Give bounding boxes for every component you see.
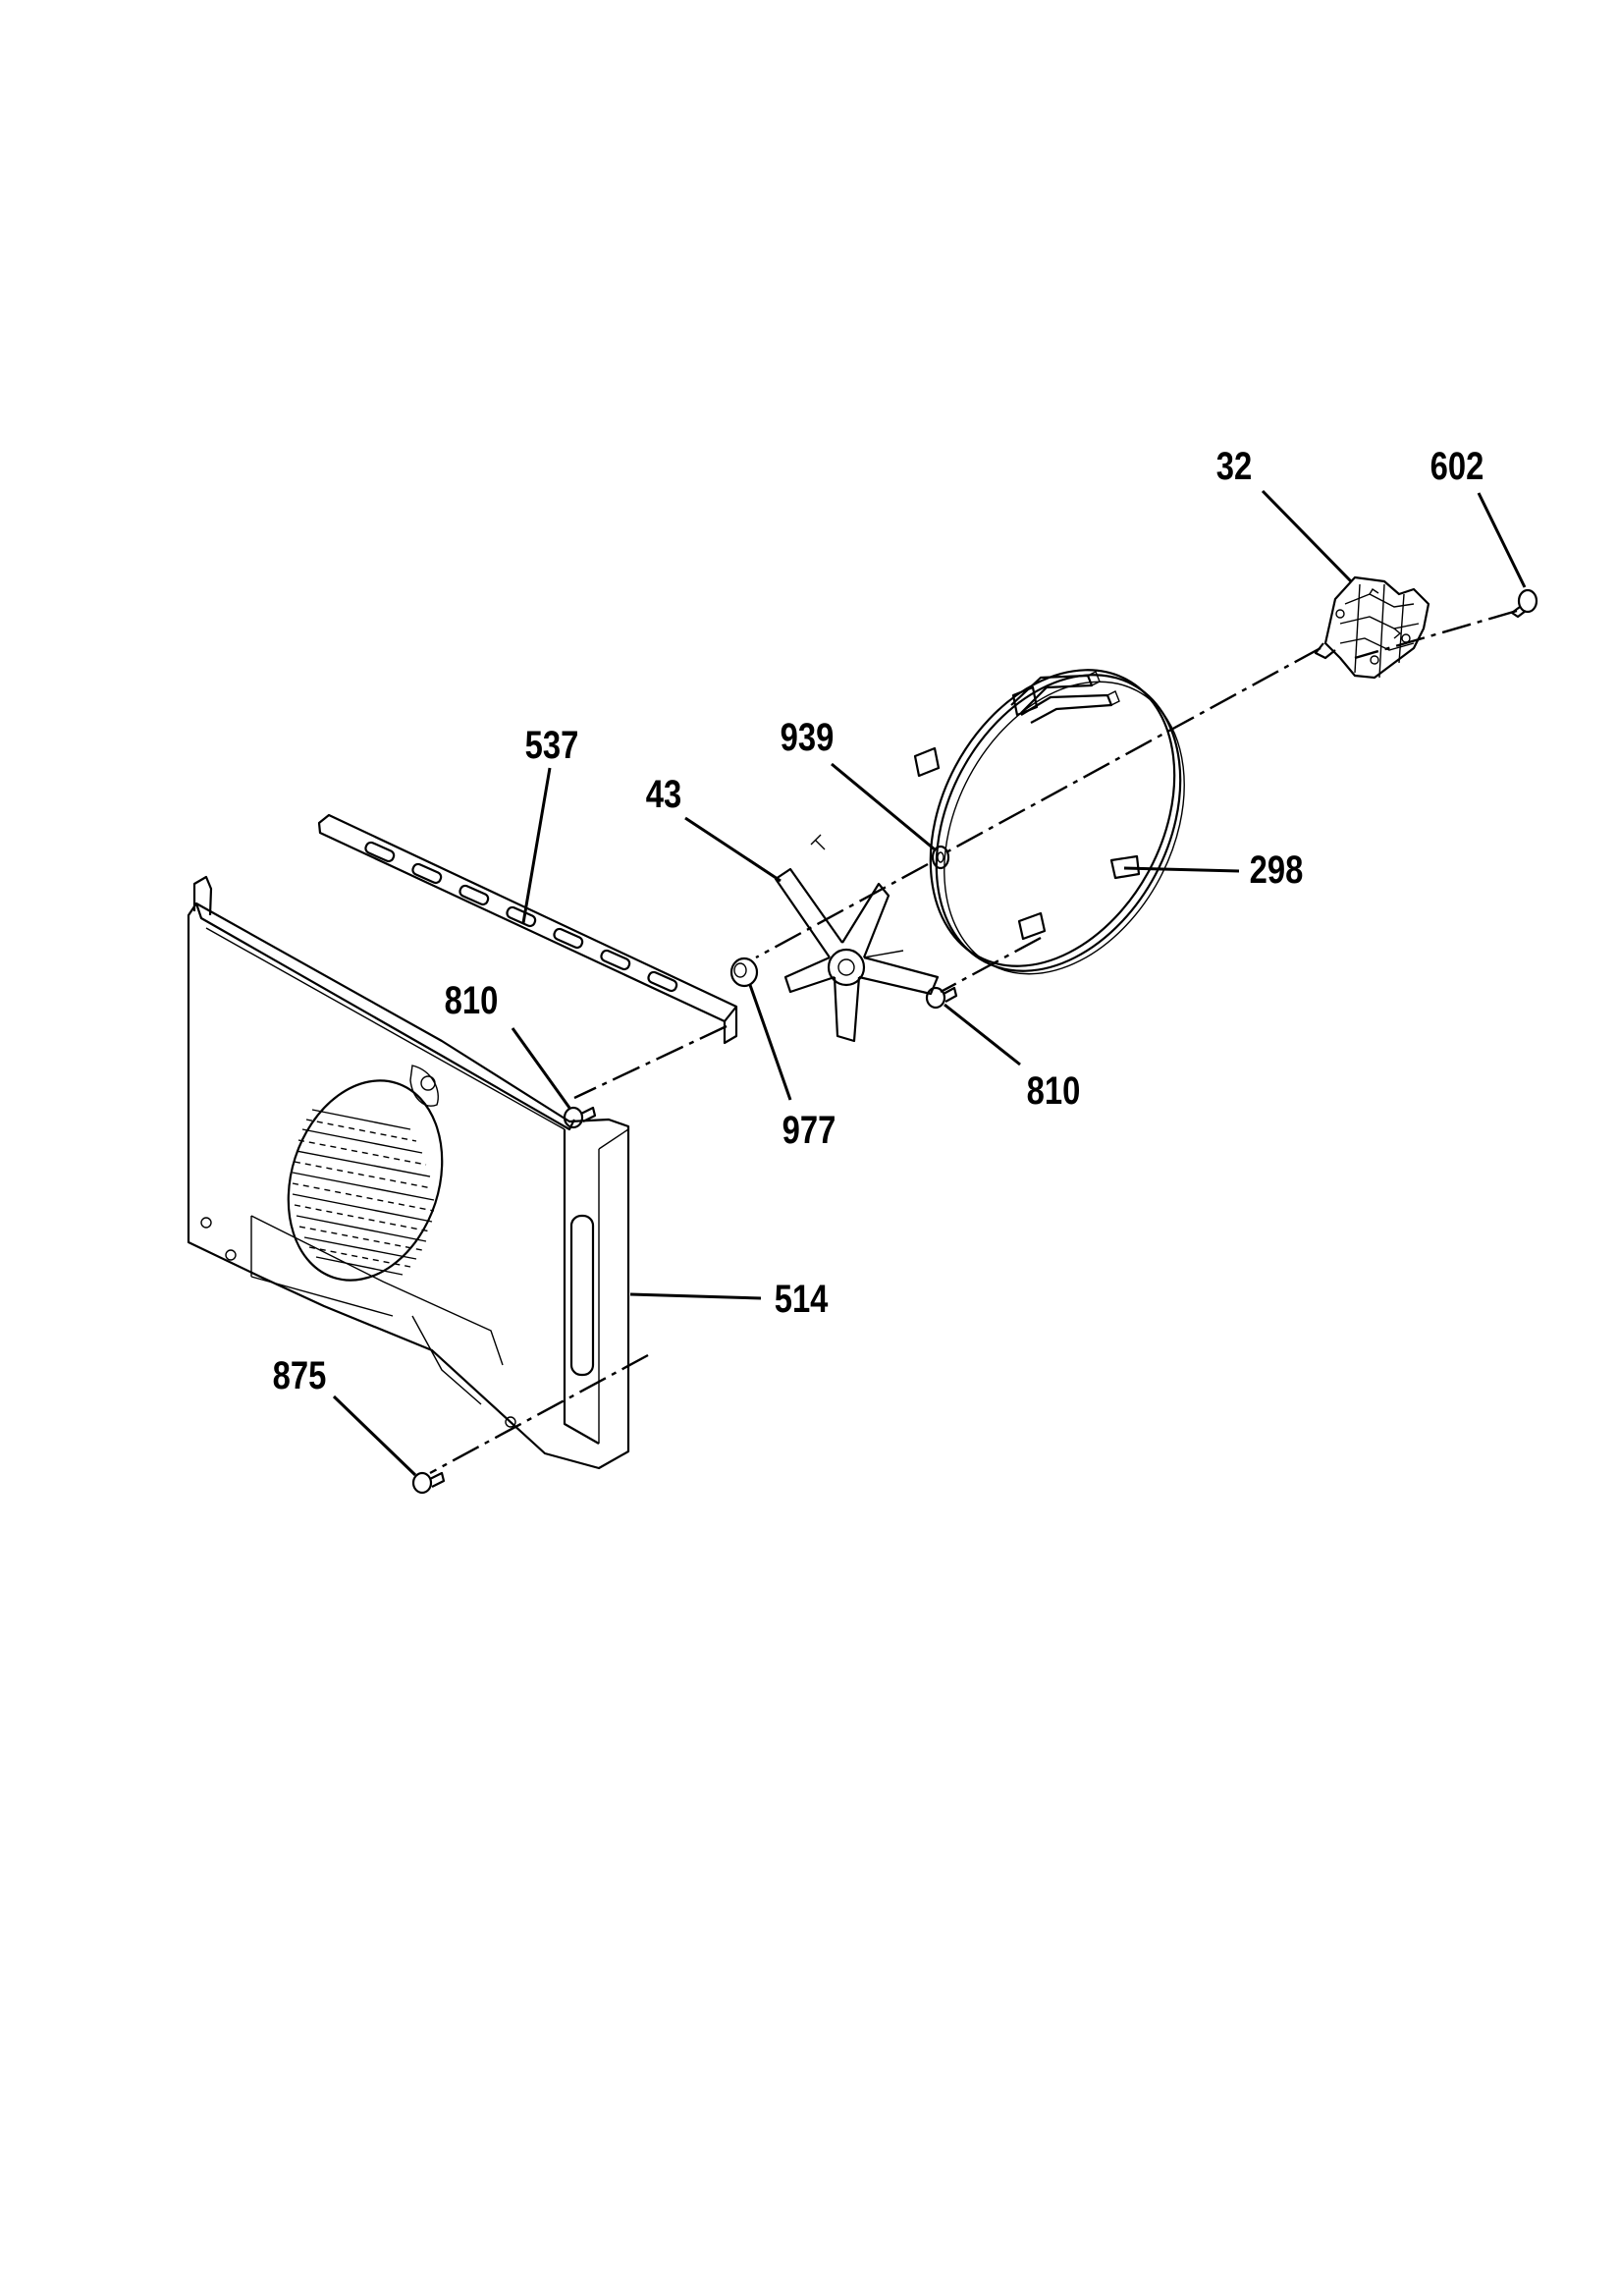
bracket-537 bbox=[317, 813, 738, 1045]
fan-grille-slots bbox=[292, 1109, 435, 1276]
heating-element-298 bbox=[913, 669, 1185, 975]
callout-810-left: 810 bbox=[445, 978, 499, 1022]
callout-875: 875 bbox=[273, 1353, 327, 1397]
callout-602: 602 bbox=[1430, 444, 1484, 488]
callout-514: 514 bbox=[775, 1277, 829, 1321]
callout-537: 537 bbox=[525, 723, 579, 767]
screw-875 bbox=[411, 1471, 446, 1495]
leader-lines bbox=[332, 489, 1527, 1477]
screw-810-left bbox=[563, 1106, 597, 1129]
screw-810-right bbox=[925, 986, 958, 1010]
callout-labels: 32 602 537 939 43 298 810 810 977 514 87… bbox=[273, 444, 1484, 1397]
bracket-slots bbox=[364, 841, 678, 993]
callout-43: 43 bbox=[646, 772, 681, 816]
nut-977 bbox=[729, 957, 759, 988]
motor-32 bbox=[1314, 575, 1430, 680]
callout-939: 939 bbox=[781, 715, 835, 759]
fan-blade-43 bbox=[774, 834, 940, 1043]
callout-32: 32 bbox=[1216, 444, 1252, 488]
callout-810-right: 810 bbox=[1027, 1068, 1081, 1113]
callout-977: 977 bbox=[782, 1108, 836, 1152]
screw-602 bbox=[1510, 588, 1538, 619]
back-panel-514 bbox=[187, 875, 630, 1470]
callout-298: 298 bbox=[1250, 847, 1304, 892]
